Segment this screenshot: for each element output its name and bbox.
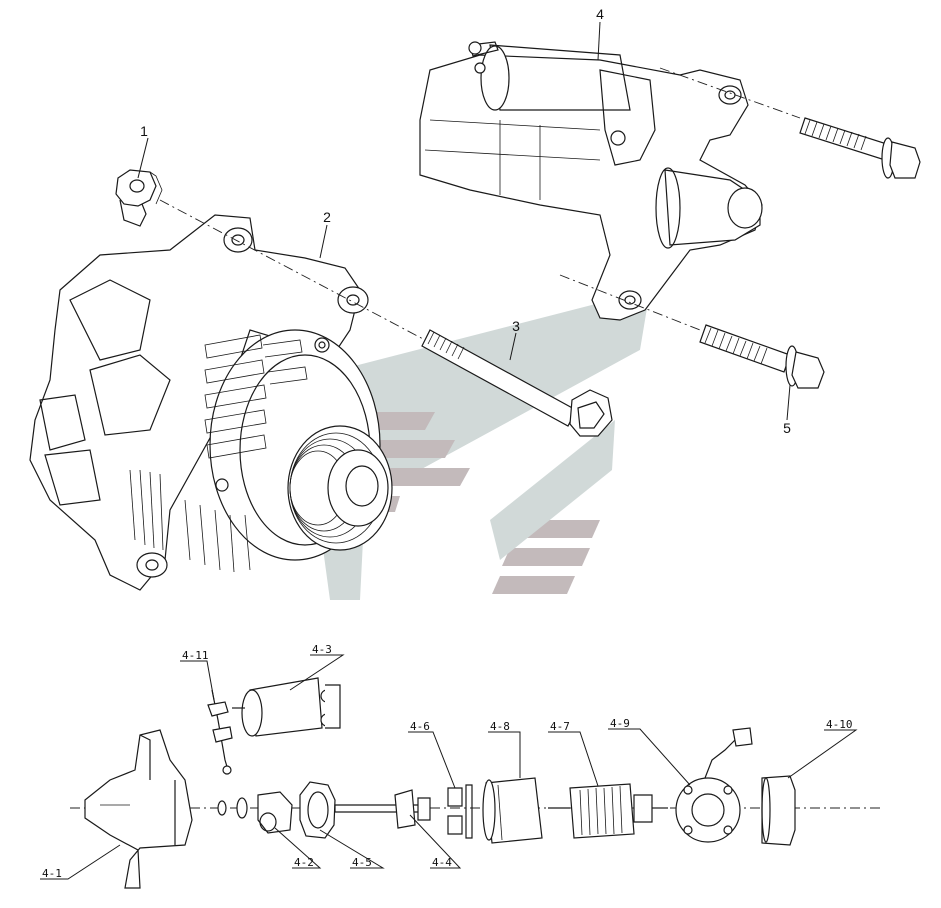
part-4-2-pinion-clutch xyxy=(217,791,293,834)
part-1-bracket-nut xyxy=(115,169,163,227)
callout-labels: 1 2 3 4 5 4-1 4-11 4-3 4-2 4-5 4-4 4-6 4… xyxy=(42,6,853,880)
callout-5: 5 xyxy=(783,420,791,436)
leader-lines xyxy=(40,21,858,880)
part-4-6-planet-gears xyxy=(447,784,473,839)
part-4-9-brush-holder xyxy=(675,727,753,843)
alternator-cooling-slots xyxy=(204,334,308,459)
part-4-1-drive-housing xyxy=(84,729,193,889)
assembly-centerlines xyxy=(70,67,880,809)
callout-2: 2 xyxy=(323,209,331,225)
part-4-4-planetary-shaft xyxy=(334,789,431,829)
callout-4-2: 4-2 xyxy=(294,856,314,869)
callout-4-1: 4-1 xyxy=(42,867,62,880)
callout-4-5: 4-5 xyxy=(352,856,372,869)
callout-4-4: 4-4 xyxy=(432,856,452,869)
callout-4: 4 xyxy=(596,6,604,22)
alternator-fan-fins xyxy=(129,469,251,573)
callout-4-9: 4-9 xyxy=(610,717,630,730)
watermark-chevron xyxy=(300,290,650,600)
callout-4-10: 4-10 xyxy=(826,718,853,731)
part-4-10-end-cover xyxy=(761,775,796,846)
callout-4-8: 4-8 xyxy=(490,720,510,733)
callout-4-3: 4-3 xyxy=(312,643,332,656)
callout-3: 3 xyxy=(512,318,520,334)
part-4-7-armature xyxy=(548,783,668,839)
part-4-starter-motor xyxy=(419,41,763,321)
part-5-flange-bolt-upper xyxy=(799,117,921,179)
callout-4-11: 4-11 xyxy=(182,649,209,662)
callout-4-6: 4-6 xyxy=(410,720,430,733)
callout-4-7: 4-7 xyxy=(550,720,570,733)
part-5-flange-bolt-lower xyxy=(699,324,825,389)
part-3-long-bolt xyxy=(421,329,613,437)
callout-1: 1 xyxy=(140,123,148,139)
part-4-8-yoke xyxy=(482,777,543,844)
part-2-alternator xyxy=(29,214,393,591)
part-4-3-solenoid xyxy=(232,677,341,737)
part-4-5-gear-housing xyxy=(299,781,336,839)
part-4-11-shift-lever xyxy=(207,689,233,775)
